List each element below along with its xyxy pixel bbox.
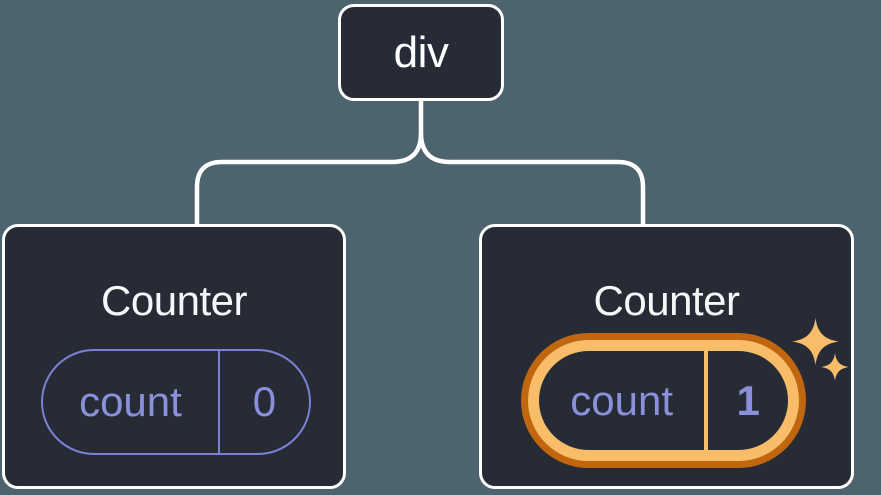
state-value: 1 — [736, 376, 760, 424]
component-title: Counter — [101, 277, 247, 324]
connector-left-branch — [194, 101, 424, 224]
state-key-label: count — [539, 351, 709, 450]
state-pill-highlight-ring: count 1 — [528, 340, 799, 461]
state-value: 0 — [252, 378, 277, 425]
sparkle-icon — [792, 318, 839, 365]
state-pill-highlighted: count 1 — [521, 333, 806, 468]
tree-node-div: div — [338, 4, 504, 101]
root-node-label: div — [393, 27, 449, 77]
state-key-label: count — [43, 351, 220, 453]
counter-card-left: Counter count 0 — [2, 224, 346, 489]
state-pill-core: count 1 — [539, 351, 788, 450]
counter-card-right: Counter count 1 — [479, 224, 854, 489]
connector-right-branch — [418, 132, 646, 224]
state-pill: count 0 — [41, 349, 311, 455]
component-title: Counter — [593, 277, 740, 324]
sparkle-icon-small — [821, 353, 849, 381]
